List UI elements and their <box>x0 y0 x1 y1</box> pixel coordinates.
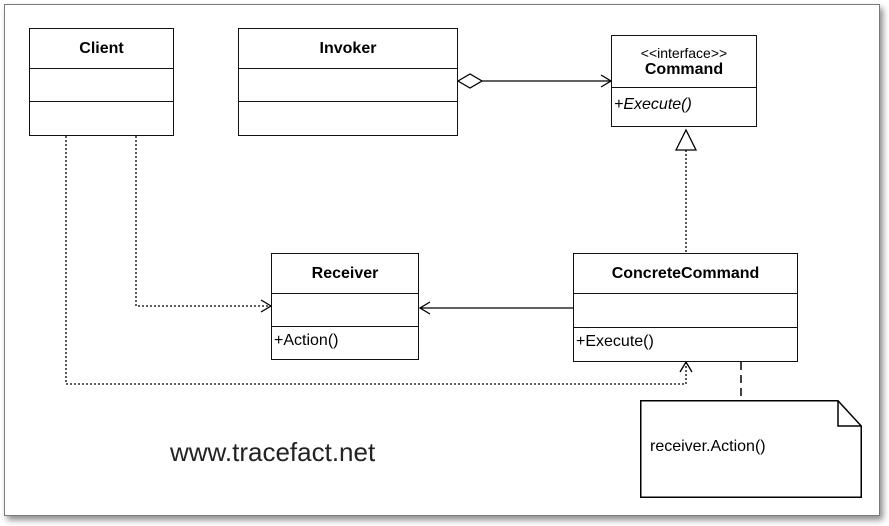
command-execute-operation: +Execute() <box>614 96 692 113</box>
receiver-attributes <box>272 294 418 327</box>
client-attributes <box>30 69 173 102</box>
concrete-command-execute-operation: +Execute() <box>576 333 654 350</box>
concrete-command-class-name: ConcreteCommand <box>611 264 760 282</box>
receiver-operations: +Action() <box>272 327 418 355</box>
note-text: receiver.Action() <box>650 438 766 455</box>
aggregation-diamond-icon <box>456 73 484 89</box>
concrete-command-class[interactable]: ConcreteCommand +Execute() <box>573 253 798 362</box>
command-operations: +Execute() <box>612 88 756 122</box>
invoker-class-header: Invoker <box>239 29 457 69</box>
client-class-header: Client <box>30 29 173 69</box>
invoker-class[interactable]: Invoker <box>238 28 458 136</box>
invoker-class-name: Invoker <box>319 39 377 57</box>
receiver-action-operation: +Action() <box>274 332 339 349</box>
client-receiver-dependency-line <box>135 136 271 307</box>
concrete-command-class-header: ConcreteCommand <box>574 254 797 294</box>
dependency-arrow-icon <box>679 360 693 373</box>
client-class[interactable]: Client <box>29 28 174 136</box>
command-stereotype: <<interface>> <box>640 44 728 61</box>
association-arrow-icon <box>418 301 431 315</box>
watermark-text: www.tracefact.net <box>170 437 376 467</box>
client-class-name: Client <box>79 39 124 57</box>
command-interface-header: <<interface>> Command <box>612 36 756 88</box>
receiver-class[interactable]: Receiver +Action() <box>271 253 419 360</box>
note-shape[interactable] <box>640 400 862 498</box>
concrete-command-attributes <box>574 294 797 328</box>
realization-triangle-icon <box>674 128 698 151</box>
command-interface[interactable]: <<interface>> Command +Execute() <box>611 35 757 127</box>
receiver-class-header: Receiver <box>272 254 418 294</box>
command-interface-name: Command <box>644 60 724 78</box>
receiver-class-name: Receiver <box>311 264 379 282</box>
client-concrete-dependency-line <box>65 136 687 385</box>
invoker-attributes <box>239 69 457 102</box>
concrete-command-operations: +Execute() <box>574 328 797 356</box>
